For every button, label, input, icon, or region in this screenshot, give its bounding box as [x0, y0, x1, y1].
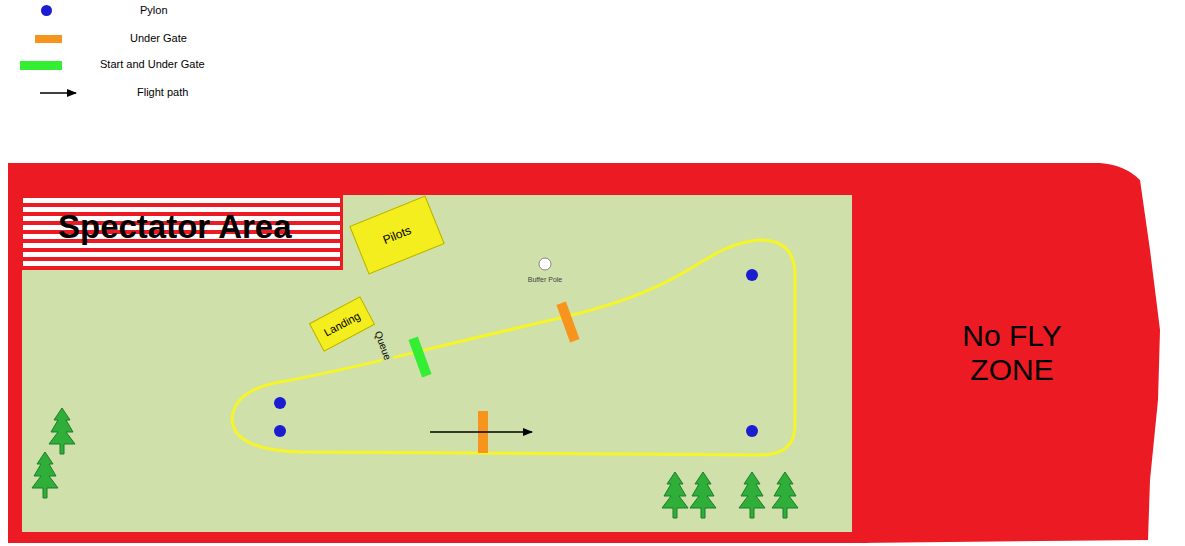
buffer-pole-label: Buffer Pole	[528, 276, 563, 283]
buffer-pole	[539, 258, 551, 270]
start-gate	[408, 336, 431, 377]
tree	[739, 472, 765, 518]
tree	[662, 472, 688, 518]
legend-swatch	[20, 61, 62, 70]
under-gate	[556, 301, 579, 342]
legend-swatch	[41, 5, 52, 16]
legend-text: Flight path	[137, 86, 188, 98]
pylon	[746, 269, 758, 281]
flight-path	[232, 240, 795, 455]
direction-arrow	[430, 431, 532, 433]
pylon	[274, 425, 286, 437]
pilots-box-text: Pilots	[381, 223, 413, 247]
legend-text: Under Gate	[130, 32, 187, 44]
pylon	[746, 425, 758, 437]
legend-arrow-sample	[40, 92, 76, 94]
legend-text: Start and Under Gate	[100, 58, 205, 70]
spectator-area-text: Spectator Area	[58, 208, 340, 246]
landing-box-text: Landing	[322, 310, 362, 339]
tree	[772, 472, 798, 518]
no-fly-zone: No FLY ZONE	[857, 163, 1167, 543]
spectator-area: Spectator Area	[20, 195, 343, 270]
field-border	[8, 163, 868, 543]
tree	[32, 452, 58, 498]
pylon	[274, 397, 286, 409]
tree	[690, 472, 716, 518]
no-fly-region	[857, 163, 1160, 543]
no-fly-zone-text: No FLY ZONE	[962, 319, 1062, 388]
legend-swatch	[35, 35, 62, 43]
legend-text: Pylon	[140, 4, 168, 16]
tree	[49, 408, 75, 454]
